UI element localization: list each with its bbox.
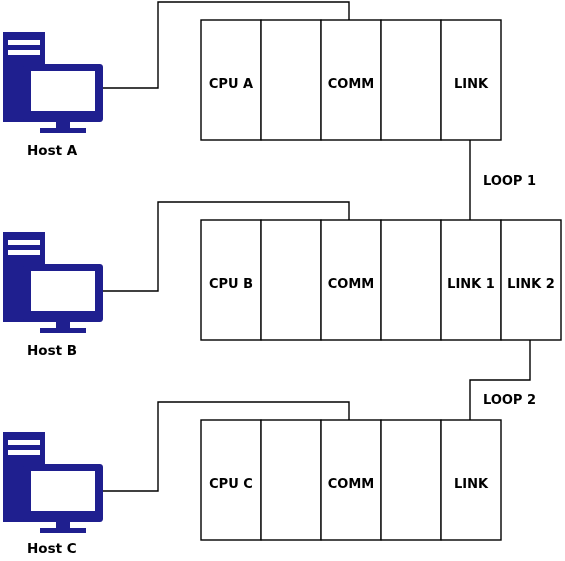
rack-c-slot-comm — [320, 419, 382, 541]
rack-b-link-1-label: LINK 1 — [447, 277, 495, 292]
rack-c-slot-empty — [380, 419, 442, 541]
rack-a-comm-label: COMM — [328, 77, 374, 92]
rack-a-slot-comm — [320, 19, 382, 141]
rack-b-link-2-label: LINK 2 — [507, 277, 555, 292]
rack-a-slot-cpu — [200, 19, 262, 141]
host-a-computer-icon — [3, 32, 103, 133]
rack-c-cpu-label: CPU C — [209, 477, 253, 492]
rack-b-slot-link-2 — [500, 219, 562, 341]
rack-b-slot-cpu — [200, 219, 262, 341]
rack-a-link-label: LINK — [454, 77, 489, 92]
host-a-label: Host A — [27, 143, 78, 159]
host-c-computer-icon — [3, 432, 103, 533]
rack-a: CPU A COMM LINK — [200, 19, 502, 141]
rack-c-link-label: LINK — [454, 477, 489, 492]
loop-1-label: LOOP 1 — [483, 174, 536, 189]
rack-b-comm-label: COMM — [328, 277, 374, 292]
rack-b-slot-empty — [380, 219, 442, 341]
rack-b-slot-link-1 — [440, 219, 502, 341]
host-c-label: Host C — [27, 541, 77, 557]
rack-b: CPU B COMM LINK 1 LINK 2 — [200, 219, 562, 341]
rack-c: CPU C COMM LINK — [200, 419, 502, 541]
rack-b-slot-comm — [320, 219, 382, 341]
rack-c-slot-link — [440, 419, 502, 541]
rack-b-cpu-label: CPU B — [209, 277, 253, 292]
loop-2-line — [469, 340, 531, 420]
host-b-computer-icon — [3, 232, 103, 333]
host-b-connection-line — [103, 201, 350, 292]
loop-2-label: LOOP 2 — [483, 393, 536, 408]
host-b-label: Host B — [27, 343, 77, 359]
rack-a-slot-empty — [380, 19, 442, 141]
host-c-connection-line — [103, 401, 350, 492]
rack-c-slot-empty — [260, 419, 322, 541]
rack-b-slot-empty — [260, 219, 322, 341]
host-a-connection-line — [103, 1, 350, 89]
rack-c-slot-cpu — [200, 419, 262, 541]
rack-a-slot-empty — [260, 19, 322, 141]
rack-a-cpu-label: CPU A — [209, 77, 253, 92]
rack-a-slot-link — [440, 19, 502, 141]
rack-c-comm-label: COMM — [328, 477, 374, 492]
